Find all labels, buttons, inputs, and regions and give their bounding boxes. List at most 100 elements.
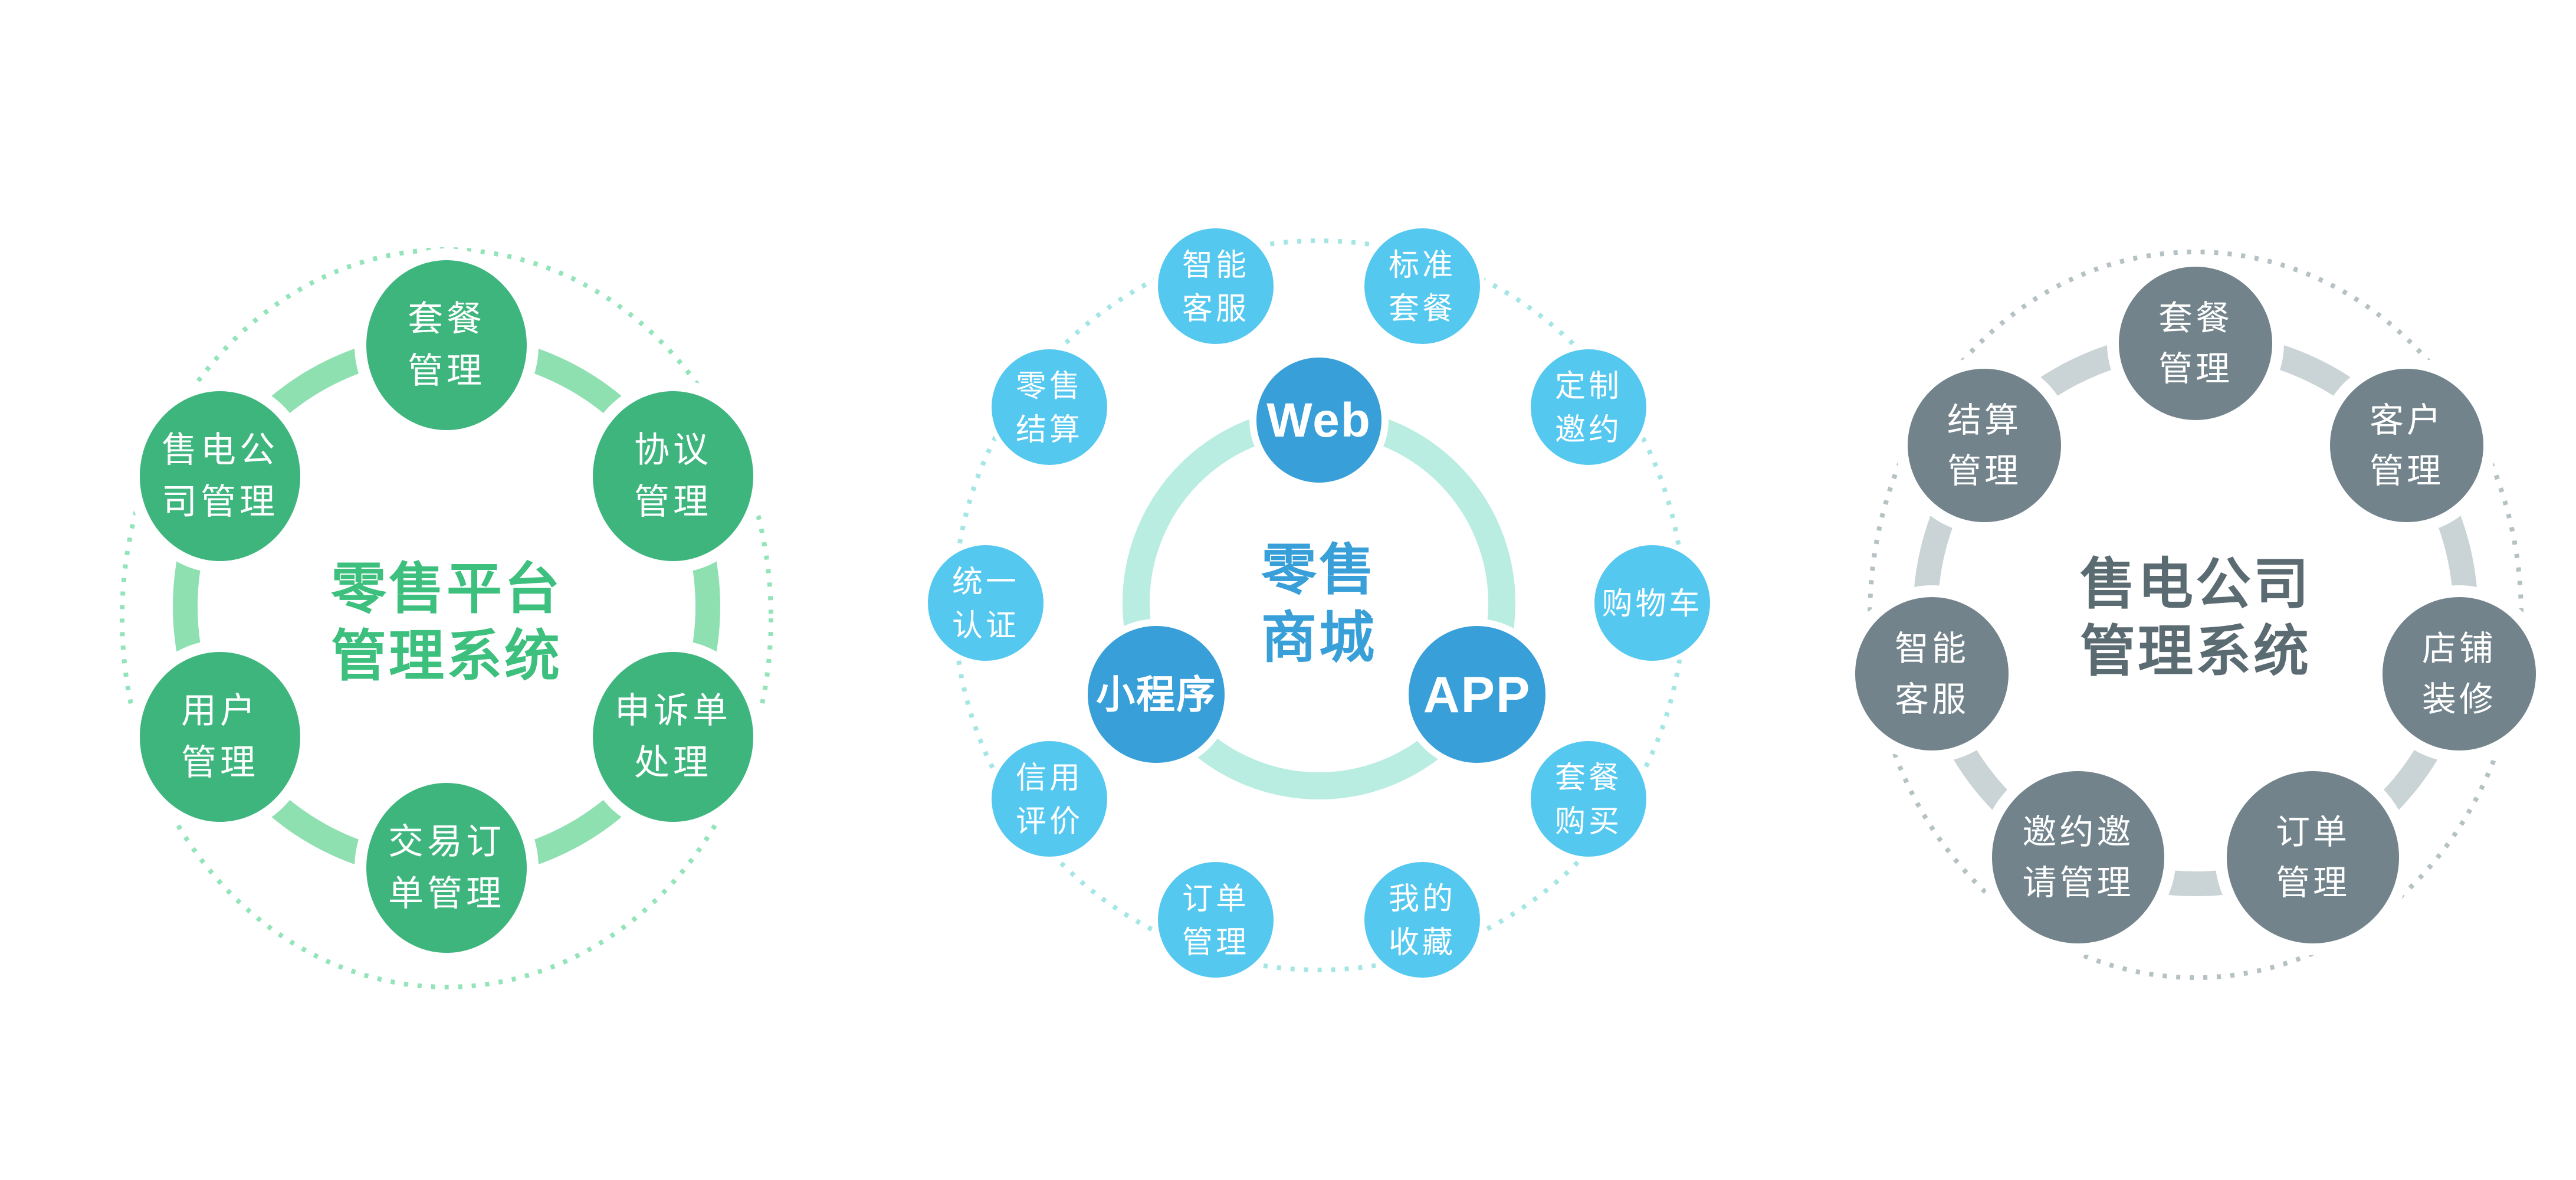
node-label: 订单	[1182, 882, 1249, 916]
node-package-purchase: 套餐 购买	[1526, 736, 1651, 861]
node-label: 认证	[952, 609, 1019, 643]
node-circle	[1081, 619, 1232, 770]
node-electricity-seller-company-management: 售电公 司管理	[128, 379, 312, 573]
node-my-favorites: 我的 收藏	[1360, 857, 1485, 982]
node-circle	[1360, 857, 1485, 982]
node-label: 请管理	[2022, 864, 2134, 902]
title-line: 零售	[1261, 539, 1377, 601]
diagram-title-retail-platform: 零售平台 管理系统	[331, 558, 562, 687]
node-label: 邀约	[1555, 413, 1622, 447]
node-circle	[1153, 224, 1278, 349]
node-label: 用户	[181, 691, 259, 730]
node-circle	[1360, 224, 1485, 349]
node-circle	[987, 345, 1112, 470]
node-label: 统一	[952, 565, 1019, 599]
node-label: 店铺	[2422, 630, 2496, 668]
node-label: 标准	[1389, 248, 1456, 283]
diagram-retail-platform: 套餐 管理 协议 管理 申诉单 处理 交易订 单管理 用户 管理 售电公 司管理	[120, 247, 773, 989]
node-circle	[923, 540, 1048, 666]
node-user-management: 用户 管理	[128, 640, 312, 834]
title-line: 管理系统	[2080, 620, 2311, 682]
node-circle	[1402, 619, 1553, 770]
node-order-management-mall: 订单 管理	[1153, 857, 1278, 982]
node-label: APP	[1423, 667, 1531, 723]
node-settlement-management: 结算 管理	[1896, 357, 2073, 534]
node-label: 售电公	[162, 430, 278, 470]
node-label: 处理	[634, 743, 712, 782]
diagram-retail-mall: 智能 客服 标准 套餐 定制 邀约 购物车 套餐 购买 我的 收藏	[923, 224, 1715, 982]
node-circle	[2318, 357, 2495, 534]
node-label: 套餐	[1389, 292, 1456, 326]
node-label: 我的	[1389, 882, 1456, 916]
node-label: 智能	[1895, 630, 1969, 668]
node-label: 管理	[408, 351, 485, 391]
title-line: 零售平台	[331, 558, 562, 620]
node-label: 管理	[2370, 452, 2444, 490]
node-label: 协议	[634, 430, 712, 470]
node-label: 管理	[2158, 350, 2233, 388]
node-smart-customer-service-right: 智能 客服	[1843, 585, 2020, 762]
node-label: 客服	[1182, 292, 1249, 326]
node-circle	[1590, 540, 1715, 666]
node-circle	[581, 379, 765, 573]
node-label: 订单	[2276, 813, 2350, 851]
node-label: 评价	[1016, 805, 1083, 839]
outer-dotted-ring	[120, 247, 773, 989]
node-label: 管理	[1947, 452, 2022, 490]
node-retail-settlement: 零售 结算	[987, 345, 1112, 470]
node-label: 客服	[1895, 680, 1969, 719]
node-agreement-management: 协议 管理	[581, 379, 765, 573]
node-label: 零售	[1016, 369, 1083, 404]
node-circle	[1526, 736, 1651, 861]
node-label: 定制	[1555, 369, 1622, 404]
node-shop-decoration: 店铺 装修	[2371, 585, 2548, 762]
title-line: 商城	[1261, 607, 1377, 668]
node-trade-order-management: 交易订 单管理	[355, 771, 539, 965]
node-label: 客户	[2370, 401, 2444, 440]
node-platform-web: Web	[1249, 350, 1389, 490]
node-circle	[1153, 857, 1278, 982]
node-circle	[581, 640, 765, 834]
node-customer-management: 客户 管理	[2318, 357, 2495, 534]
node-package-management: 套餐 管理	[355, 248, 539, 442]
node-label: 结算	[1947, 401, 2022, 440]
node-circle	[987, 736, 1112, 861]
node-order-management-right: 订单 管理	[2215, 759, 2411, 955]
title-line: 售电公司	[2080, 553, 2311, 615]
node-label: 管理	[1182, 926, 1249, 960]
node-unified-authentication: 统一 认证	[923, 540, 1048, 666]
node-platform-mini-program: 小程序	[1081, 619, 1232, 770]
node-label: 智能	[1182, 248, 1249, 283]
node-circle	[1980, 759, 2176, 955]
node-platform-app: APP	[1402, 619, 1553, 770]
node-circle	[1896, 357, 2073, 534]
node-circle	[355, 771, 539, 965]
node-circle	[2215, 759, 2411, 955]
node-circle	[2107, 255, 2284, 432]
node-standard-package: 标准 套餐	[1360, 224, 1485, 349]
node-label: 收藏	[1389, 926, 1456, 960]
node-label: 邀约邀	[2022, 813, 2134, 851]
title-line: 管理系统	[331, 625, 562, 687]
node-shopping-cart: 购物车	[1590, 540, 1715, 666]
node-package-management-right: 套餐 管理	[2107, 255, 2284, 432]
node-circle	[1843, 585, 2020, 762]
node-label: 管理	[2276, 864, 2350, 902]
node-invitation-management: 邀约邀 请管理	[1980, 759, 2176, 955]
node-label: 装修	[2422, 680, 2496, 719]
node-circle	[355, 248, 539, 442]
node-appeal-handling: 申诉单 处理	[581, 640, 765, 834]
node-label: 购物车	[1602, 587, 1702, 621]
node-label: 管理	[181, 743, 259, 782]
node-label: Web	[1266, 394, 1371, 447]
node-circle	[1526, 345, 1651, 470]
node-label: 信用	[1016, 761, 1083, 795]
node-label: 套餐	[408, 299, 485, 339]
node-circle	[2371, 585, 2548, 762]
node-label: 申诉单	[615, 691, 731, 730]
node-label: 司管理	[162, 482, 278, 522]
node-label: 单管理	[388, 874, 505, 913]
diagram-title-electricity-sales-company: 售电公司 管理系统	[2080, 553, 2311, 682]
node-label: 购买	[1555, 805, 1622, 839]
